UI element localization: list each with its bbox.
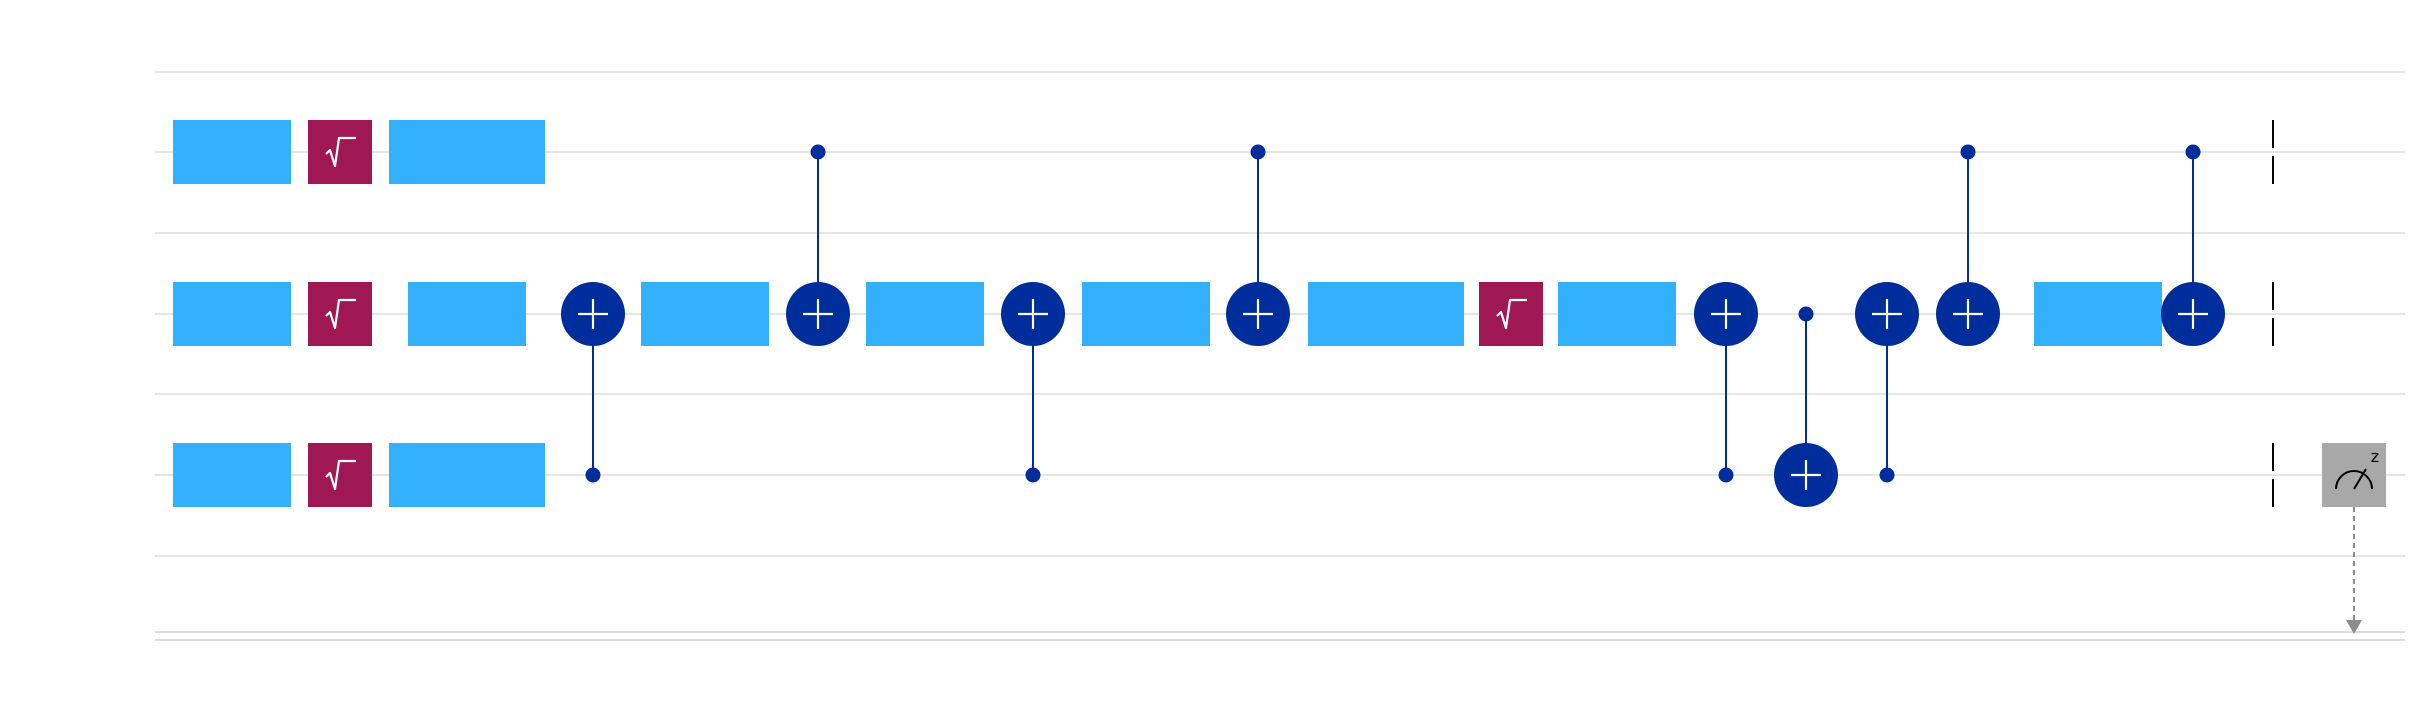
gate-box [1558, 282, 1676, 346]
sqrt-icon [325, 136, 356, 168]
cnot-gate [1774, 306, 1838, 507]
operations-layer: z [173, 120, 2386, 634]
sqrt-gate [308, 120, 372, 184]
sqrt-gate-box [1479, 282, 1543, 346]
gate-box [2034, 282, 2162, 346]
gate-box [1082, 282, 1210, 346]
gate-box [173, 282, 291, 346]
control-dot [810, 144, 826, 160]
sqrt-icon [325, 459, 356, 491]
gate-box [389, 120, 545, 184]
cnot-gate [1694, 282, 1758, 483]
sqrt-gate [308, 282, 372, 346]
measure-basis-label: z [2371, 447, 2379, 466]
sqrt-gate-box [308, 443, 372, 507]
gate-box [866, 282, 984, 346]
gate-box [389, 443, 545, 507]
control-dot [1250, 144, 1266, 160]
cnot-gate [1001, 282, 1065, 483]
control-dot [1025, 467, 1041, 483]
gate-box [173, 443, 291, 507]
cnot-gate [561, 282, 625, 483]
cnot-gate [786, 144, 850, 346]
measure-box [2322, 443, 2386, 507]
control-dot [1718, 467, 1734, 483]
control-dot [1879, 467, 1895, 483]
cnot-gate [1226, 144, 1290, 346]
meter-icon [2335, 468, 2373, 490]
sqrt-gate [1479, 282, 1543, 346]
gate-box [641, 282, 769, 346]
control-dot [1798, 306, 1814, 322]
gate-box [408, 282, 526, 346]
measure-gate: z [2322, 443, 2386, 634]
cnot-gate [1936, 144, 2000, 346]
sqrt-icon [325, 298, 356, 330]
sqrt-gate [308, 443, 372, 507]
control-dot [2185, 144, 2201, 160]
sqrt-gate-box [308, 282, 372, 346]
sqrt-gate-box [308, 120, 372, 184]
cnot-gate [1855, 282, 1919, 483]
gate-box [1308, 282, 1464, 346]
meter-needle [2353, 468, 2367, 490]
meter-arc [2335, 470, 2373, 490]
gate-box [173, 120, 291, 184]
control-dot [1960, 144, 1976, 160]
control-dot [585, 467, 601, 483]
cnot-gate [2161, 144, 2225, 346]
measure-arrow-icon [2346, 620, 2362, 634]
sqrt-icon [1496, 298, 1527, 330]
